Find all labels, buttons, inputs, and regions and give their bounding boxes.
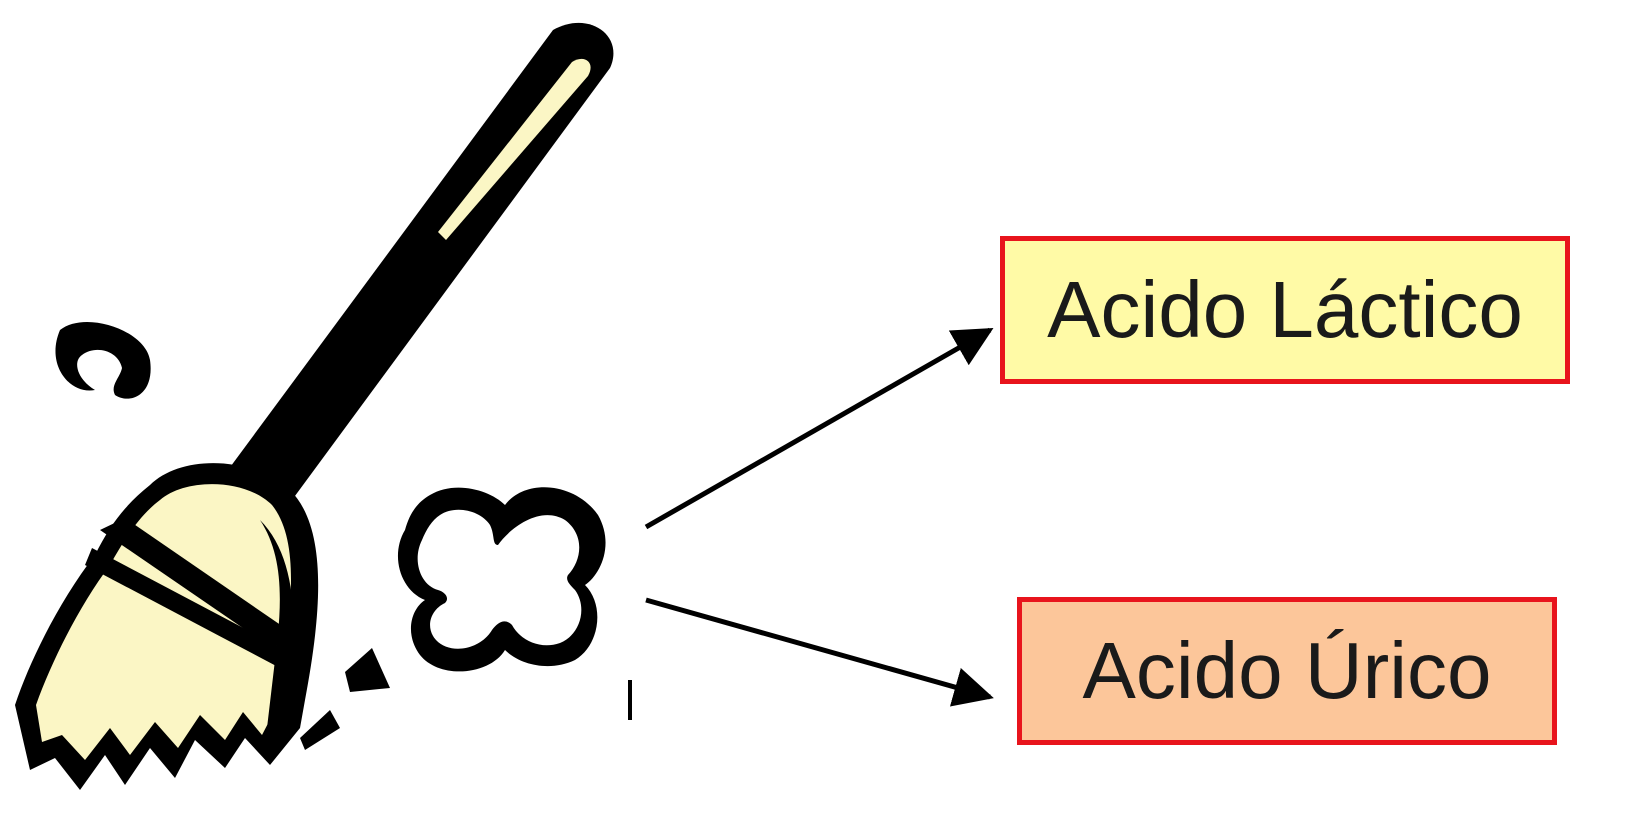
uric-acid-label: Acido Úrico bbox=[1082, 626, 1492, 715]
broom-icon bbox=[15, 22, 614, 790]
lactic-acid-box: Acido Láctico bbox=[1000, 236, 1570, 384]
uric-acid-box: Acido Úrico bbox=[1017, 597, 1557, 745]
dust-speck-icon bbox=[55, 321, 151, 399]
lactic-acid-label: Acido Láctico bbox=[1047, 265, 1523, 354]
arrow-to-uric bbox=[645, 597, 994, 707]
dust-cloud-icon bbox=[300, 487, 632, 750]
arrow-to-lactic bbox=[644, 327, 994, 530]
